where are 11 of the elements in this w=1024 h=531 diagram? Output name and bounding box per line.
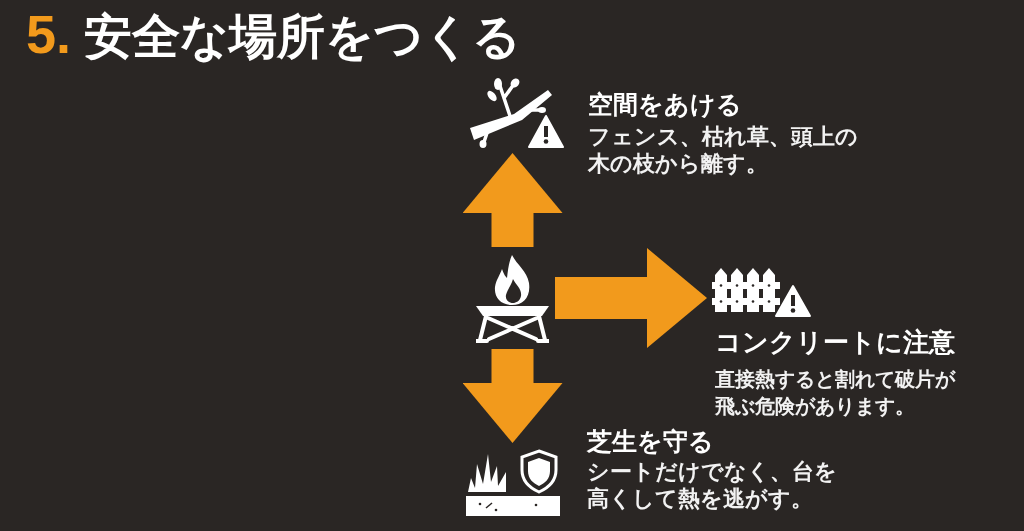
fire-grill-icon [476, 253, 549, 343]
description: 直接熱すると割れて破片が飛ぶ危険があります。 [715, 367, 957, 419]
grass-shield-icon [466, 448, 560, 516]
heading: 芝生を守る [587, 426, 714, 456]
heading: 空間をあける [588, 89, 742, 119]
description: シートだけでなく、台を高くして熱を逃がす。 [587, 458, 838, 512]
description: フェンス、枯れ草、頭上の木の枝から離す。 [588, 123, 859, 177]
heading: コンクリートに注意 [715, 326, 955, 358]
tree-branch-warning-icon [470, 78, 564, 148]
title: 5. 安全な場所をつくる [26, 4, 522, 66]
fence-warning-icon [712, 268, 812, 318]
